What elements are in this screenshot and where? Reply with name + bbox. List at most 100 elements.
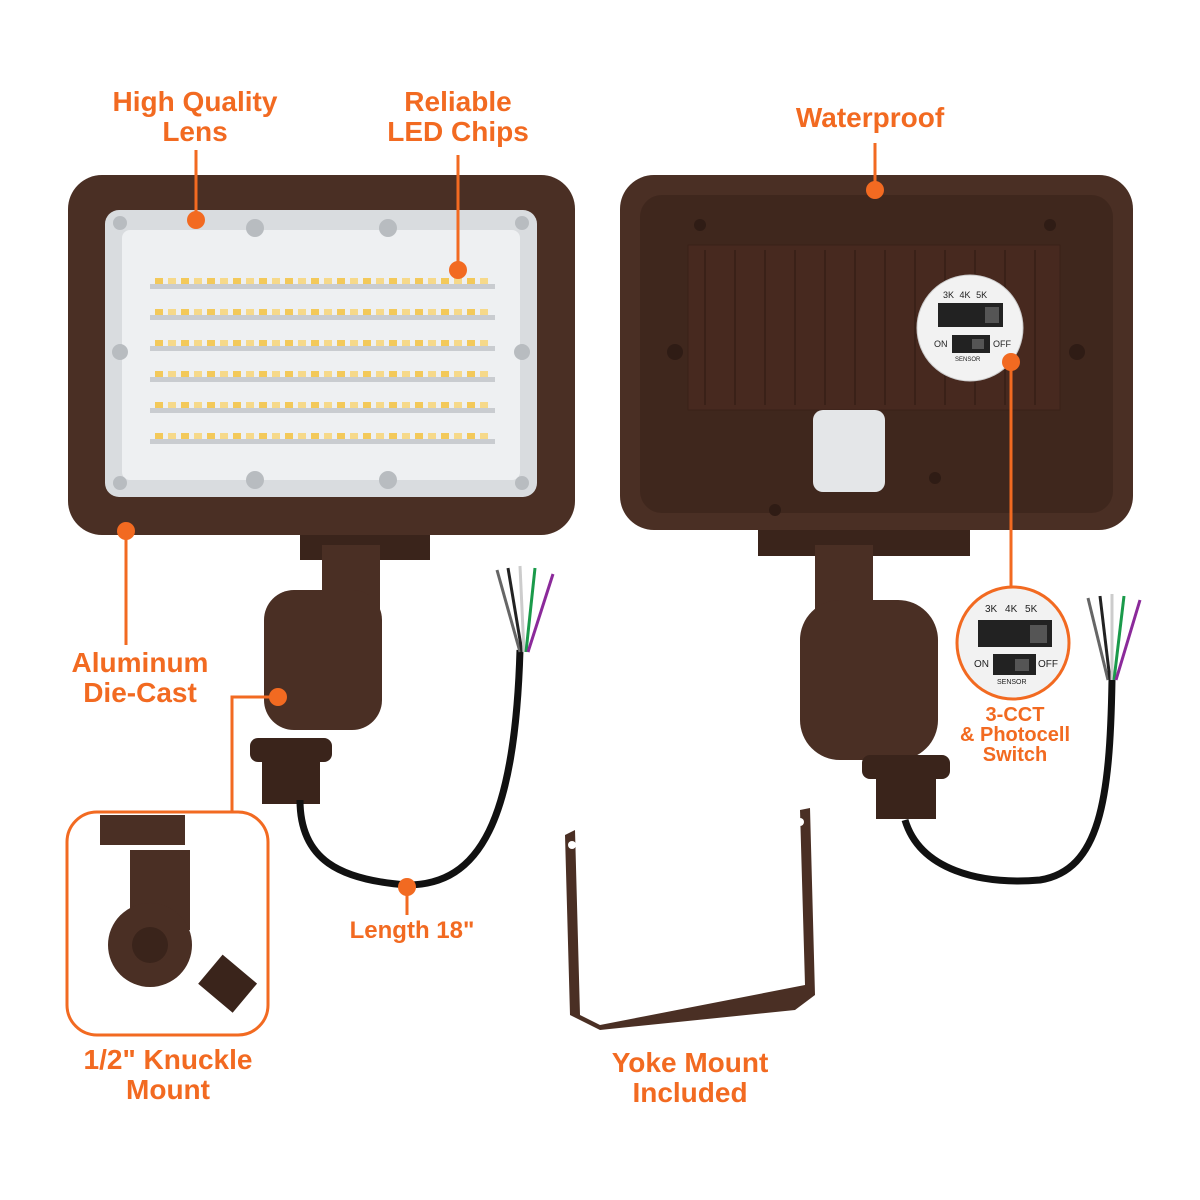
led-chip [246, 278, 254, 284]
led-chip [428, 433, 436, 439]
led-strip [150, 346, 495, 351]
led-chip [233, 278, 241, 284]
led-chip [259, 371, 267, 377]
led-chip [350, 402, 358, 408]
led-chip [155, 433, 163, 439]
led-chip [363, 278, 371, 284]
led-chip [311, 433, 319, 439]
led-chip [389, 433, 397, 439]
led-chip [454, 433, 462, 439]
led-chip [207, 278, 215, 284]
led-chip [168, 278, 176, 284]
led-chip [402, 371, 410, 377]
led-chip [441, 340, 449, 346]
on-label-small: ON [934, 339, 948, 349]
led-chip [467, 340, 475, 346]
callout-waterproof: Waterproof [795, 102, 945, 133]
sensor-label: SENSOR [997, 679, 1027, 686]
switch-panel-zoom [955, 585, 1071, 701]
led-chip [298, 433, 306, 439]
led-chip [441, 402, 449, 408]
led-chip [207, 309, 215, 315]
led-chip [298, 309, 306, 315]
led-chip [233, 340, 241, 346]
led-chip [376, 402, 384, 408]
led-chip [311, 402, 319, 408]
led-chip [324, 433, 332, 439]
led-chip [155, 309, 163, 315]
led-chip [207, 402, 215, 408]
led-chip [168, 433, 176, 439]
led-chip [324, 402, 332, 408]
led-chip [428, 402, 436, 408]
led-chip [272, 278, 280, 284]
led-chip [389, 340, 397, 346]
led-chip [194, 433, 202, 439]
led-chip [181, 340, 189, 346]
led-chip [233, 309, 241, 315]
led-chip [363, 433, 371, 439]
led-chip [402, 433, 410, 439]
led-chip [441, 433, 449, 439]
led-chip [220, 309, 228, 315]
led-chip [350, 433, 358, 439]
led-chip [389, 278, 397, 284]
led-chip [376, 340, 384, 346]
led-chip [467, 309, 475, 315]
led-chip [441, 278, 449, 284]
led-chip [220, 340, 228, 346]
led-chip [324, 278, 332, 284]
led-chip [181, 402, 189, 408]
led-chip [311, 340, 319, 346]
led-chip [480, 278, 488, 284]
led-chip [285, 371, 293, 377]
led-chip [272, 433, 280, 439]
led-chip [350, 309, 358, 315]
led-chip [441, 309, 449, 315]
led-chip [376, 309, 384, 315]
led-chip [272, 371, 280, 377]
led-chip [324, 340, 332, 346]
led-chip [337, 340, 345, 346]
led-chip [194, 309, 202, 315]
led-chip [480, 309, 488, 315]
led-chip [259, 278, 267, 284]
led-chip [389, 402, 397, 408]
led-chip [454, 278, 462, 284]
led-chip [207, 371, 215, 377]
led-chip [363, 371, 371, 377]
led-chip [311, 371, 319, 377]
led-chip [181, 309, 189, 315]
led-chip [194, 402, 202, 408]
led-chip [155, 402, 163, 408]
led-chip [454, 340, 462, 346]
led-chip [376, 278, 384, 284]
callout-length: Length 18" [349, 917, 475, 944]
led-chip [402, 309, 410, 315]
led-chip [454, 371, 462, 377]
led-chip [285, 309, 293, 315]
off-label-small: OFF [993, 339, 1011, 349]
led-chip [233, 402, 241, 408]
led-chip [324, 309, 332, 315]
led-chip [337, 433, 345, 439]
led-chip [246, 371, 254, 377]
led-chip [324, 371, 332, 377]
led-chip [168, 402, 176, 408]
callout-dots [117, 181, 1020, 896]
led-chip [350, 340, 358, 346]
led-chip [194, 278, 202, 284]
led-chip [285, 402, 293, 408]
led-chip [363, 402, 371, 408]
cct-options: 3K 4K 5K [985, 604, 1038, 615]
led-chip [194, 340, 202, 346]
led-chip [246, 309, 254, 315]
led-chip [350, 371, 358, 377]
switch-panel-small [916, 274, 1024, 382]
led-chip [155, 340, 163, 346]
led-chip [480, 402, 488, 408]
led-chip [181, 371, 189, 377]
